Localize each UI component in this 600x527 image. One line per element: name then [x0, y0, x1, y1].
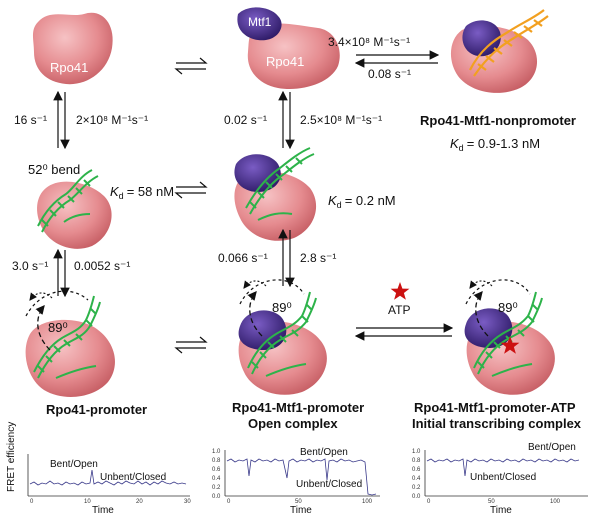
fret-trace-panel-2: 1.0 0.8 0.6 0.4 0.2 0.0 0 50 100 Bent/Op… — [212, 447, 380, 516]
initial-complex-title-2: Initial transcribing complex — [412, 416, 582, 431]
panel1-x-label: Time — [92, 505, 114, 516]
panel3-state-high: Bent/Open — [528, 442, 576, 453]
promoter-dna — [245, 147, 315, 221]
rate-top-reverse: 0.08 s⁻¹ — [368, 67, 411, 81]
svg-text:0: 0 — [30, 499, 34, 505]
svg-text:0.0: 0.0 — [212, 494, 221, 500]
svg-text:0.4: 0.4 — [212, 476, 221, 482]
bent-dna — [37, 169, 99, 233]
rpo41-promoter-title: Rpo41-promoter — [46, 402, 147, 417]
fret-trace-panel-1: 0 10 20 30 Bent/Open Unbent/Closed Time — [27, 454, 191, 516]
rate-mid-lower-down: 2.8 s⁻¹ — [300, 251, 336, 265]
svg-text:30: 30 — [184, 499, 191, 505]
rate-top-forward: 3.4×10⁸ M⁻¹s⁻¹ — [328, 35, 410, 49]
rpo41-label: Rpo41 — [50, 60, 88, 75]
equilibrium-rpo41-mtf1 — [174, 57, 208, 75]
open-complex-title-1: Rpo41-Mtf1-promoter — [232, 400, 364, 415]
bend-arc-dashed — [35, 305, 51, 351]
initial-complex-title-1: Rpo41-Mtf1-promoter-ATP — [414, 400, 576, 415]
svg-text:0.6: 0.6 — [212, 467, 221, 473]
atp-binding-arrows — [354, 323, 454, 341]
left-lower-vertical-arrows — [53, 248, 70, 298]
svg-text:10: 10 — [84, 499, 91, 505]
open-complex — [238, 279, 327, 395]
svg-text:0.6: 0.6 — [412, 467, 421, 473]
rpo41-label: Rpo41 — [266, 54, 304, 69]
atp-star-icon — [390, 282, 410, 300]
mtf1-subunit — [237, 7, 282, 41]
fret-trace-panel-3: 1.0 0.8 0.6 0.4 0.2 0.0 0 50 100 Bent/Op… — [412, 442, 588, 516]
bound-atp-star-icon — [500, 336, 520, 354]
fret-trace-line-3 — [426, 458, 580, 477]
nonpromoter-kd: Kd= 0.9-1.3 nM — [450, 136, 540, 153]
svg-text:50: 50 — [295, 499, 302, 505]
rate-mid-lower-up: 0.066 s⁻¹ — [218, 251, 268, 265]
initial-transcribing-complex — [464, 279, 555, 395]
panel3-x-label: Time — [490, 505, 512, 516]
svg-text:0.4: 0.4 — [412, 476, 421, 482]
svg-text:0.8: 0.8 — [212, 458, 221, 464]
svg-text:1.0: 1.0 — [212, 449, 221, 455]
promoter-dna-89 — [33, 295, 101, 379]
rate-mid-up: 0.02 s⁻¹ — [224, 113, 267, 127]
svg-text:0.2: 0.2 — [412, 485, 421, 491]
left-vertical-arrows — [53, 90, 70, 150]
svg-text:100: 100 — [362, 499, 373, 505]
rate-left-lower-down: 0.0052 s⁻¹ — [74, 259, 130, 273]
panel2-state-high: Bent/Open — [300, 447, 348, 458]
rate-left-lower-up: 3.0 s⁻¹ — [12, 259, 48, 273]
panel2-x-label: Time — [290, 505, 312, 516]
svg-text:50: 50 — [488, 499, 495, 505]
rpo41-protein: Rpo41 — [33, 12, 113, 85]
svg-text:0.8: 0.8 — [412, 458, 421, 464]
fret-trace-line-1 — [29, 469, 187, 486]
panel1-state-high: Bent/Open — [50, 459, 98, 470]
equilibrium-row2 — [174, 181, 208, 199]
bend-89-label-open: 89⁰ — [272, 300, 292, 315]
rpo41-mtf1-complex: Mtf1 Rpo41 — [237, 7, 340, 90]
bend-52-label: 52⁰ bend — [28, 162, 80, 177]
svg-text:0: 0 — [227, 499, 231, 505]
nonpromoter-binding-arrows — [354, 50, 440, 68]
svg-text:20: 20 — [136, 499, 143, 505]
mtf1-label: Mtf1 — [248, 15, 272, 29]
nonpromoter-title: Rpo41-Mtf1-nonpromoter — [420, 113, 576, 128]
open-complex-title-2: Open complex — [248, 416, 338, 431]
bend-89-label-left: 89⁰ — [48, 320, 68, 335]
rpo41-mtf1-promoter-complex — [234, 147, 317, 241]
equilibrium-row3 — [174, 336, 208, 354]
panel3-state-low: Unbent/Closed — [470, 472, 536, 483]
rate-left-down: 2×10⁸ M⁻¹s⁻¹ — [76, 113, 148, 127]
promoter-kd: Kd= 0.2 nM — [328, 193, 396, 210]
fret-trace-line-2 — [226, 458, 377, 496]
nonpromoter-dna — [469, 9, 549, 77]
atp-label: ATP — [388, 303, 410, 317]
svg-text:0.2: 0.2 — [212, 485, 221, 491]
nonpromoter-complex — [450, 9, 549, 93]
rpo41-promoter-complex — [25, 290, 115, 397]
rate-mid-down: 2.5×10⁸ M⁻¹s⁻¹ — [300, 113, 382, 127]
bend-arc-dotted — [25, 290, 89, 317]
bent-kd: Kd= 58 nM — [110, 184, 174, 201]
open-complex-dna — [247, 291, 317, 377]
svg-text:1.0: 1.0 — [412, 449, 421, 455]
panel1-state-low: Unbent/Closed — [100, 472, 166, 483]
fret-axis-label: FRET efficiency — [6, 422, 17, 492]
rate-left-up: 16 s⁻¹ — [14, 113, 47, 127]
svg-text:100: 100 — [550, 499, 561, 505]
bend-89-label-initial: 89⁰ — [498, 300, 518, 315]
svg-text:0: 0 — [427, 499, 431, 505]
mid-lower-vertical-arrows — [278, 228, 295, 288]
rpo41-bent-dna-complex — [37, 169, 112, 249]
svg-text:0.0: 0.0 — [412, 494, 421, 500]
panel2-state-low: Unbent/Closed — [296, 479, 362, 490]
mid-vertical-arrows — [278, 90, 295, 150]
